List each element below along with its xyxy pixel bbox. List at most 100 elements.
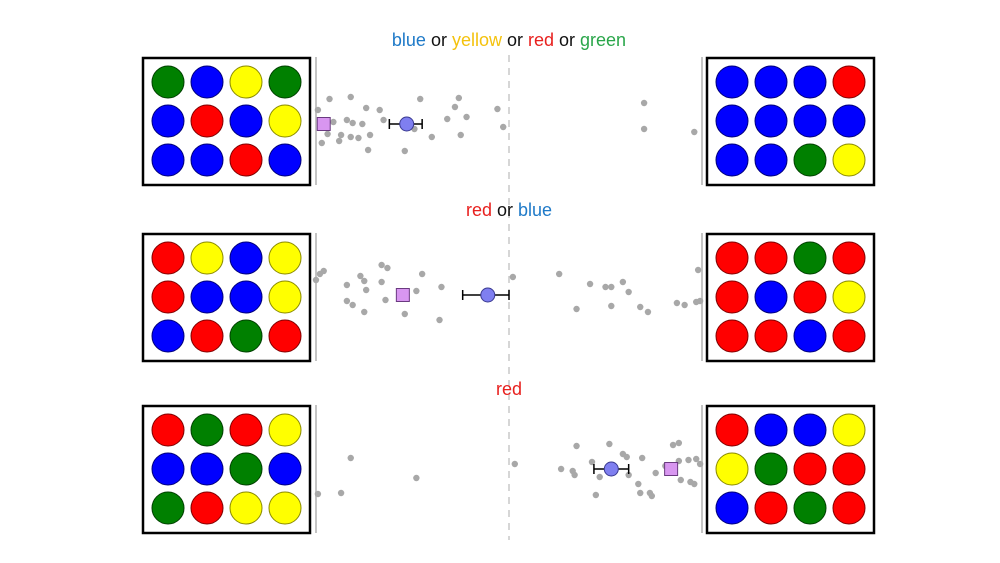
yellow-marble xyxy=(190,241,224,275)
participant-response-dot xyxy=(314,106,322,114)
green-marble xyxy=(190,413,224,447)
participant-response-dot xyxy=(675,439,683,447)
participant-response-dot xyxy=(640,125,648,133)
participant-response-dot xyxy=(637,303,644,311)
participant-response-dot xyxy=(428,133,435,141)
green-marble xyxy=(268,65,302,99)
red-marble xyxy=(832,319,866,353)
participant-response-dot xyxy=(401,147,408,155)
title-word: or xyxy=(492,200,518,220)
red-marble xyxy=(832,491,866,525)
right-marble-box xyxy=(705,56,876,187)
blue-marble xyxy=(793,65,827,99)
green-marble xyxy=(793,241,827,275)
right-marble-box xyxy=(705,404,876,535)
participant-response-dot xyxy=(436,316,443,324)
panel-1: blue or yellow or red or green xyxy=(141,30,876,187)
title-word: red xyxy=(496,379,522,399)
model-prediction-square xyxy=(664,462,679,476)
panel-title: blue or yellow or red or green xyxy=(392,30,626,50)
green-marble xyxy=(151,491,185,525)
participant-response-dot xyxy=(320,267,327,275)
mean-response-marker xyxy=(480,287,496,303)
participant-response-dot xyxy=(557,465,565,473)
red-marble xyxy=(268,319,302,353)
participant-response-dot xyxy=(648,492,656,500)
participant-response-dot xyxy=(324,130,331,138)
title-word: red xyxy=(466,200,492,220)
blue-marble xyxy=(151,143,185,177)
participant-response-dot xyxy=(359,120,366,128)
participant-response-dot xyxy=(380,116,387,124)
participant-response-dot xyxy=(361,308,368,316)
yellow-marble xyxy=(229,65,263,99)
yellow-marble xyxy=(268,104,302,138)
participant-response-dot xyxy=(314,490,322,498)
participant-response-dot xyxy=(681,301,688,309)
yellow-marble xyxy=(715,452,749,486)
participant-response-dot xyxy=(693,455,700,463)
red-marble xyxy=(715,319,749,353)
left-marble-box xyxy=(141,56,312,187)
title-word: blue xyxy=(392,30,426,50)
participant-response-dot xyxy=(335,137,343,145)
participant-response-dot xyxy=(555,270,563,278)
participant-response-dot xyxy=(347,133,354,141)
participant-response-dot xyxy=(635,480,642,488)
participant-response-dot xyxy=(625,471,632,479)
green-marble xyxy=(229,319,263,353)
blue-marble xyxy=(190,65,224,99)
title-word: or xyxy=(554,30,580,50)
blue-marble xyxy=(190,280,224,314)
participant-response-dot xyxy=(586,280,594,288)
participant-response-dot xyxy=(343,297,351,305)
red-marble xyxy=(229,413,263,447)
participant-response-dot xyxy=(343,116,351,124)
red-marble xyxy=(715,241,749,275)
participant-response-dot xyxy=(652,469,659,477)
yellow-marble xyxy=(268,491,302,525)
participant-response-dot xyxy=(691,128,698,136)
participant-response-dot xyxy=(361,277,368,285)
participant-response-dot xyxy=(685,456,692,464)
participant-response-dot xyxy=(511,460,518,468)
participant-response-dot xyxy=(509,273,517,281)
yellow-marble xyxy=(268,413,302,447)
participant-response-dot xyxy=(608,302,615,310)
participant-response-dot xyxy=(644,308,652,316)
participant-response-dot xyxy=(357,272,364,280)
blue-marble xyxy=(754,280,788,314)
blue-marble xyxy=(793,413,827,447)
red-marble xyxy=(793,280,827,314)
participant-response-dot xyxy=(691,480,698,488)
participant-response-dot xyxy=(669,441,677,449)
participant-response-dot xyxy=(378,261,385,269)
participant-response-dot xyxy=(337,131,345,139)
red-marble xyxy=(151,280,185,314)
participant-response-dot xyxy=(625,288,632,296)
yellow-marble xyxy=(832,413,866,447)
red-marble xyxy=(793,452,827,486)
participant-response-dot xyxy=(677,476,684,484)
participant-response-dot xyxy=(457,131,464,139)
participant-response-dot xyxy=(673,299,681,307)
participant-response-dot xyxy=(638,454,646,462)
participant-response-dot xyxy=(349,119,356,127)
participant-response-dot xyxy=(378,278,385,286)
red-marble xyxy=(151,413,185,447)
mean-response-marker xyxy=(603,461,619,477)
panel-3: red xyxy=(141,379,876,535)
red-marble xyxy=(832,65,866,99)
participant-response-dot xyxy=(337,489,345,497)
blue-marble xyxy=(754,143,788,177)
blue-marble xyxy=(151,104,185,138)
participant-response-dot xyxy=(362,286,370,294)
participant-response-dot xyxy=(364,146,372,154)
participant-response-dot xyxy=(606,440,613,448)
blue-marble xyxy=(754,65,788,99)
blue-marble xyxy=(151,319,185,353)
participant-response-dot xyxy=(463,113,470,121)
participant-response-dot xyxy=(347,93,354,101)
left-marble-box xyxy=(141,404,312,535)
